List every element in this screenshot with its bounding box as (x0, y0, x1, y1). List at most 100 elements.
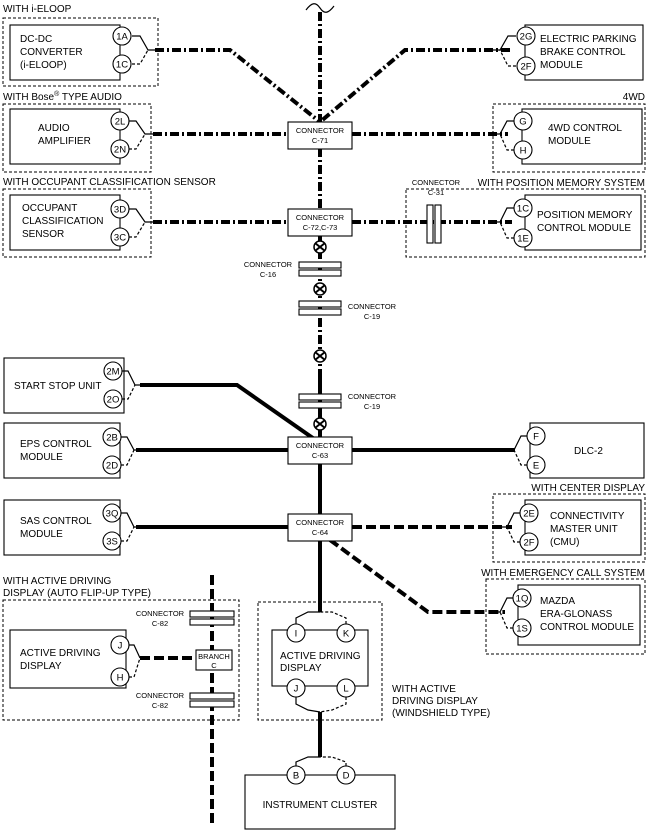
svg-text:CONNECTOR: CONNECTOR (244, 260, 293, 269)
svg-text:1A: 1A (116, 32, 128, 43)
label-with-adw-1: WITH ACTIVE (392, 684, 456, 695)
svg-text:1Q: 1Q (516, 594, 529, 605)
label-with-center-display: WITH CENTER DISPLAY (531, 483, 645, 494)
svg-text:2F: 2F (523, 538, 534, 549)
svg-text:J: J (118, 641, 123, 652)
connector-c72-c73: CONNECTOR C-72,C-73 (287, 208, 353, 237)
svg-text:K: K (343, 629, 350, 640)
pins-start-stop: 2M 2O (103, 361, 140, 409)
wire-epb (318, 48, 510, 124)
svg-text:C-72,C-73: C-72,C-73 (303, 223, 338, 232)
svg-text:C-19: C-19 (364, 312, 380, 321)
svg-text:MASTER UNIT: MASTER UNIT (550, 524, 618, 535)
connector-c64: CONNECTOR C-64 (287, 513, 353, 542)
wire-break-mark (305, 3, 335, 13)
svg-text:AMPLIFIER: AMPLIFIER (38, 136, 91, 147)
svg-text:2N: 2N (114, 145, 126, 156)
module-position-memory: POSITION MEMORY CONTROL MODULE (524, 194, 642, 251)
svg-text:H: H (117, 673, 124, 684)
svg-text:3D: 3D (114, 205, 126, 216)
module-electric-parking-brake: ELECTRIC PARKING BRAKE CONTROL MODULE (524, 24, 644, 81)
group-adf (2, 599, 240, 721)
svg-text:(i-ELOOP): (i-ELOOP) (20, 60, 67, 71)
svg-text:CONNECTOR: CONNECTOR (136, 609, 185, 618)
twist-mark-3 (313, 349, 327, 363)
group-ieloop (2, 17, 159, 87)
svg-text:POSITION MEMORY: POSITION MEMORY (537, 210, 633, 221)
svg-text:SENSOR: SENSOR (22, 229, 64, 240)
svg-text:1C: 1C (517, 204, 529, 215)
svg-text:D: D (343, 771, 350, 782)
svg-text:1C: 1C (116, 60, 128, 71)
svg-text:CONNECTOR: CONNECTOR (136, 691, 185, 700)
svg-text:3C: 3C (114, 233, 126, 244)
svg-text:ELECTRIC PARKING: ELECTRIC PARKING (540, 34, 637, 45)
svg-text:CONVERTER: CONVERTER (20, 47, 83, 58)
svg-text:ACTIVE DRIVING: ACTIVE DRIVING (280, 651, 361, 662)
svg-text:ERA-GLONASS: ERA-GLONASS (540, 609, 613, 620)
svg-text:2F: 2F (520, 62, 531, 73)
svg-text:BRAKE CONTROL: BRAKE CONTROL (540, 47, 626, 58)
pins-cmu: 2E 2F (502, 503, 539, 552)
svg-text:CONNECTOR: CONNECTOR (296, 213, 345, 222)
svg-text:C-64: C-64 (312, 528, 328, 537)
branch-c: BRANCH C (195, 649, 233, 671)
svg-text:2E: 2E (523, 509, 535, 520)
pins-adw: I K J L (286, 611, 356, 713)
group-center-display (492, 493, 646, 563)
svg-text:CONTROL MODULE: CONTROL MODULE (537, 223, 631, 234)
svg-text:J: J (294, 684, 299, 695)
module-era-glonass: MAZDA ERA-GLONASS CONTROL MODULE (517, 584, 641, 646)
module-sas-control: SAS CONTROL MODULE (3, 499, 121, 556)
pins-4wd: G H (493, 111, 533, 160)
svg-text:C-71: C-71 (312, 136, 328, 145)
svg-text:C-82: C-82 (152, 619, 168, 628)
svg-text:CONNECTOR: CONNECTOR (296, 518, 345, 527)
svg-text:C-63: C-63 (312, 451, 328, 460)
pins-audio: 2L 2N (110, 111, 153, 159)
svg-text:INSTRUMENT CLUSTER: INSTRUMENT CLUSTER (263, 800, 378, 811)
connector-c63: CONNECTOR C-63 (287, 436, 353, 465)
module-eps-control: EPS CONTROL MODULE (3, 422, 121, 479)
svg-text:CONNECTOR: CONNECTOR (412, 178, 461, 187)
svg-text:CONTROL MODULE: CONTROL MODULE (540, 622, 634, 633)
module-connectivity-master-unit: CONNECTIVITY MASTER UNIT (CMU) (524, 499, 642, 556)
svg-text:B: B (293, 771, 299, 782)
label-with-posmem: WITH POSITION MEMORY SYSTEM (478, 178, 645, 189)
svg-text:CONNECTOR: CONNECTOR (296, 126, 345, 135)
svg-text:DISPLAY: DISPLAY (280, 663, 322, 674)
label-with-adf-2: DISPLAY (AUTO FLIP-UP TYPE) (3, 588, 151, 599)
svg-text:MODULE: MODULE (20, 529, 63, 540)
connector-c19-upper: CONNECTOR C-19 (298, 300, 397, 321)
label-with-adw-3: (WINDSHIELD TYPE) (392, 708, 490, 719)
connector-c82-lower: CONNECTOR C-82 (136, 691, 235, 710)
svg-text:G: G (519, 117, 526, 128)
pins-dcdc: 1A 1C (112, 26, 155, 74)
svg-text:C-82: C-82 (152, 701, 168, 710)
svg-text:DLC-2: DLC-2 (574, 446, 603, 457)
svg-text:CLASSIFICATION: CLASSIFICATION (22, 216, 104, 227)
group-adw (257, 601, 383, 721)
svg-text:SAS CONTROL: SAS CONTROL (20, 516, 92, 527)
pins-epb: 2G 2F (493, 26, 536, 76)
pins-dlc: F E (509, 426, 546, 475)
label-with-emergency: WITH EMERGENCY CALL SYSTEM (481, 568, 645, 579)
svg-text:EPS CONTROL: EPS CONTROL (20, 439, 92, 450)
label-with-ocs: WITH OCCUPANT CLASSIFICATION SENSOR (3, 177, 216, 188)
svg-text:CONNECTOR: CONNECTOR (348, 302, 397, 311)
connector-c16: CONNECTOR C-16 (244, 260, 342, 279)
module-audio-amplifier: AUDIO AMPLIFIER (9, 108, 121, 165)
svg-text:I: I (295, 629, 298, 640)
group-ocs (2, 188, 152, 258)
svg-text:E: E (533, 461, 539, 472)
svg-text:BRANCH: BRANCH (198, 652, 230, 661)
svg-text:DISPLAY: DISPLAY (20, 661, 62, 672)
svg-text:ACTIVE DRIVING: ACTIVE DRIVING (20, 648, 101, 659)
connector-c71: CONNECTOR C-71 (287, 121, 353, 150)
svg-text:C-31: C-31 (428, 188, 444, 197)
connector-c31: CONNECTOR C-31 (412, 178, 461, 244)
pins-sas: 3Q 3S (102, 503, 139, 551)
group-emergency (485, 578, 646, 655)
svg-text:OCCUPANT: OCCUPANT (22, 203, 77, 214)
connector-c19-lower: CONNECTOR C-19 (298, 392, 397, 411)
